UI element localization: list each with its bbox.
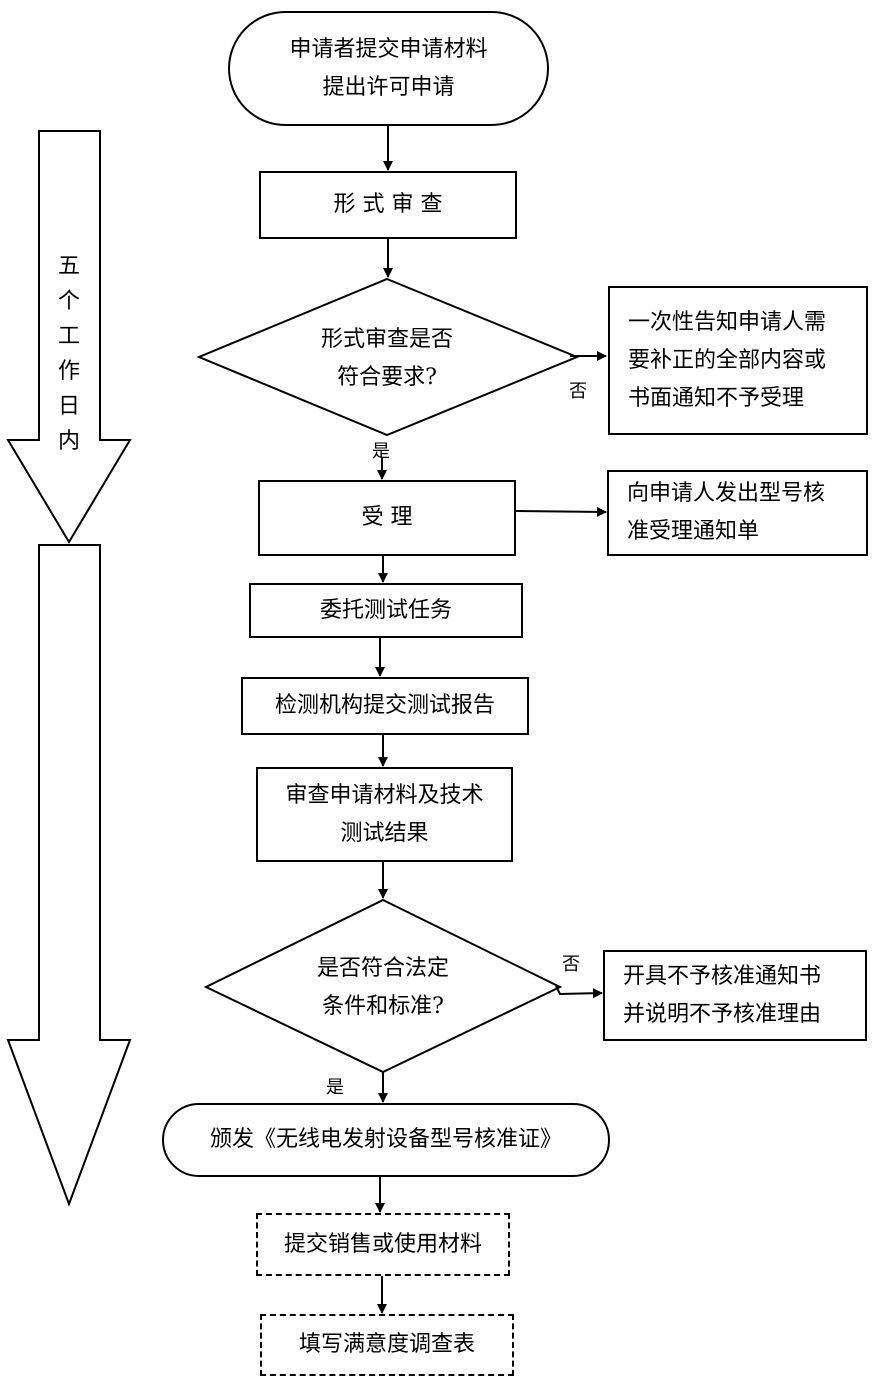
submit-sales-box: 提交销售或使用材料 — [256, 1213, 510, 1276]
survey-box: 填写满意度调查表 — [260, 1314, 514, 1376]
issue-node: 颁发《无线电发射设备型号核准证》 — [162, 1103, 610, 1177]
entrust-test-box: 委托测试任务 — [249, 583, 523, 638]
no-label-1: 否 — [569, 381, 587, 402]
yes-label-1: 是 — [372, 441, 390, 462]
formal-review-box: 形 式 审 查 — [259, 171, 517, 239]
reject2-box: 开具不予核准通知书 并说明不予核准理由 — [603, 950, 867, 1041]
yes-label-2: 是 — [326, 1077, 344, 1098]
no-label-2: 否 — [562, 954, 580, 975]
side-arrow-text: 五 个 工 作 日 内 — [57, 254, 80, 454]
decision2-text: 是否符合法定 条件和标准? — [316, 956, 449, 1019]
submit-report-box: 检测机构提交测试报告 — [241, 677, 529, 735]
side-arrow-upper — [6, 130, 132, 544]
side-arrow-lower — [6, 544, 132, 1207]
decision1-shape — [196, 277, 580, 437]
review-materials-box: 审查申请材料及技术 测试结果 — [256, 767, 513, 862]
decision1-text: 形式审查是否 符合要求? — [320, 327, 453, 390]
start-node: 申请者提交申请材料 提出许可申请 — [228, 11, 549, 126]
notice-accept-box: 向申请人发出型号核 准受理通知单 — [607, 470, 868, 556]
reject1-box: 一次性告知申请人需 要补正的全部内容或 书面通知不予受理 — [608, 286, 868, 435]
accept-box: 受 理 — [258, 480, 516, 556]
